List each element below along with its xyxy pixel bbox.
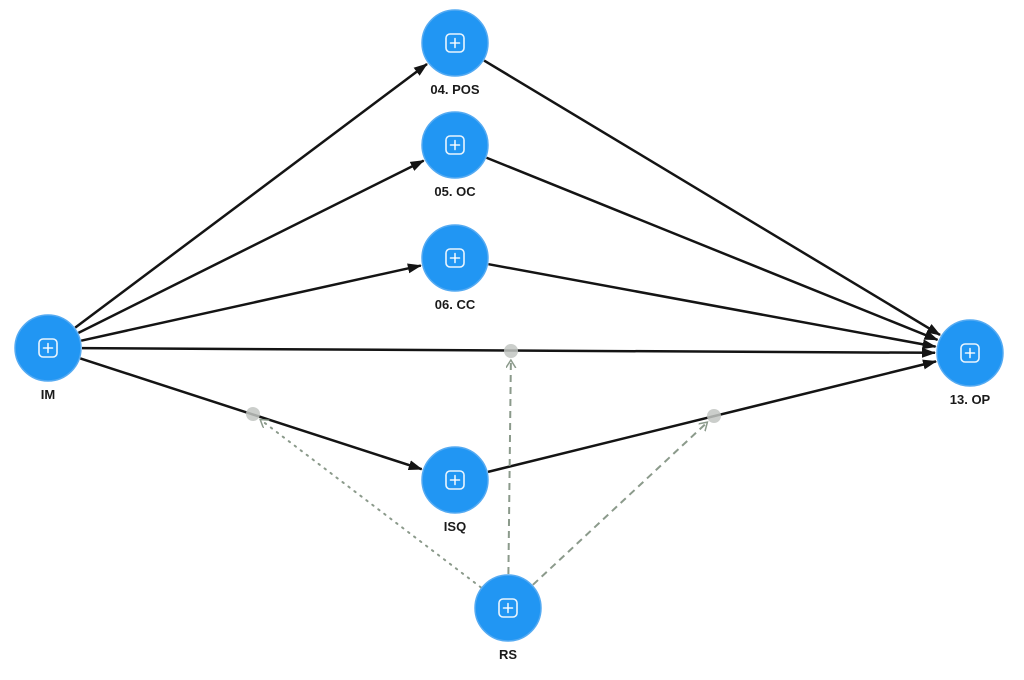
node-label-OC: 05. OC [434,184,476,199]
plus-square-icon [960,343,980,363]
node-RS[interactable]: RS [474,574,542,662]
path-arrow-CC-OP[interactable] [488,262,937,350]
path-arrow-IM-POS[interactable] [74,62,428,329]
node-ISQ[interactable]: ISQ [421,446,489,534]
node-label-RS: RS [499,647,517,662]
plus-square-icon [445,470,465,490]
plus-square-icon [445,33,465,53]
node-label-POS: 04. POS [430,82,479,97]
plus-square-icon [445,248,465,268]
path-arrow-OC-OP[interactable] [486,156,939,342]
node-label-OP: 13. OP [950,392,991,407]
node-OC[interactable]: 05. OC [421,111,489,199]
node-OP[interactable]: 13. OP [936,319,1004,407]
node-label-IM: IM [41,387,55,402]
moderation-dot-IM-OP [504,344,518,358]
node-IM[interactable]: IM [14,314,82,402]
path-arrow-IM-CC[interactable] [80,263,422,342]
plus-square-icon [38,338,58,358]
moderation-arrow-RS-on-IM-ISQ[interactable] [261,420,482,589]
plus-square-icon [498,598,518,618]
path-arrow-POS-OP[interactable] [483,59,941,337]
moderation-dot-IM-ISQ [246,407,260,421]
moderation-arrow-RS-on-ISQ-OP[interactable] [532,423,707,586]
moderation-dot-ISQ-OP [707,409,721,423]
node-label-ISQ: ISQ [444,519,466,534]
path-arrow-IM-OC[interactable] [77,159,425,334]
plus-square-icon [445,135,465,155]
node-POS[interactable]: 04. POS [421,9,489,97]
node-label-CC: 06. CC [435,297,476,312]
node-CC[interactable]: 06. CC [421,224,489,312]
